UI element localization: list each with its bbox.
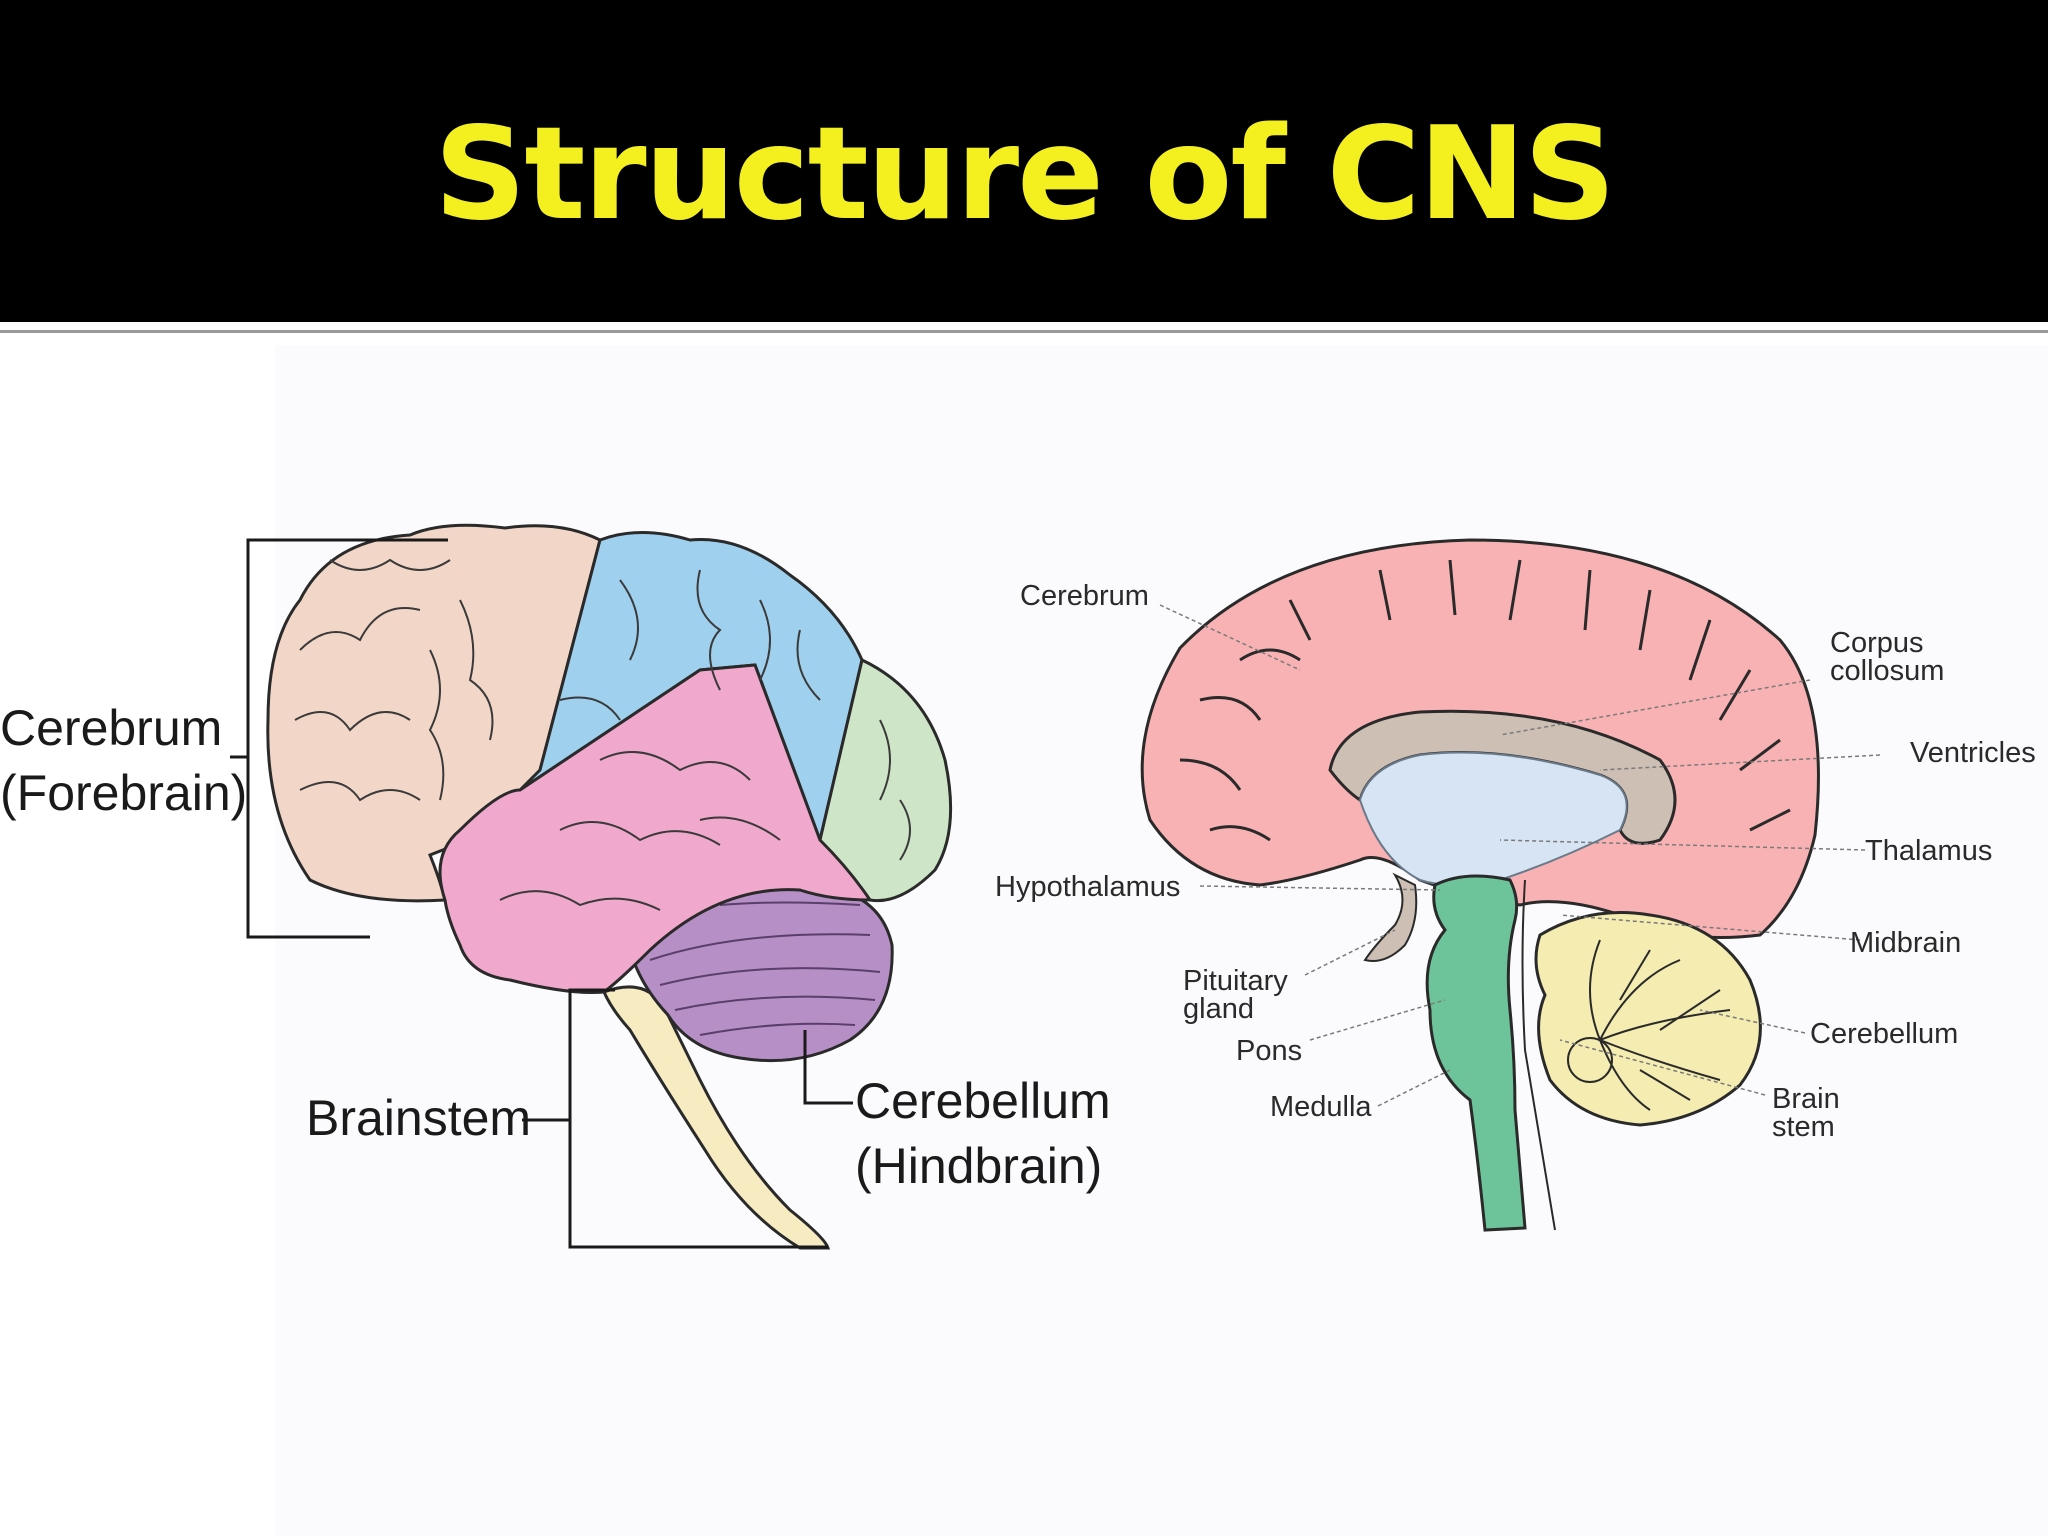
slide-title: Structure of CNS: [434, 100, 1616, 249]
cerebellum-folia: [649, 901, 881, 1036]
brainstem-bracket: [522, 988, 828, 1249]
label-cerebrum-sagittal: Cerebrum: [1020, 580, 1149, 612]
sagittal-brain-diagram: Cerebrum Corpus collosum Ventricles Thal…: [995, 538, 2036, 1232]
sagittal-ventricles: [1358, 751, 1628, 886]
label-ventricles: Ventricles: [1910, 737, 2036, 769]
label-gland: gland: [1183, 993, 1254, 1025]
label-cerebellum-sagittal: Cerebellum: [1810, 1018, 1958, 1050]
sagittal-cerebellum: [1534, 911, 1762, 1127]
lateral-parietal-lobe: [518, 531, 864, 846]
brainstem-edge: [1521, 879, 1556, 1231]
label-midbrain: Midbrain: [1850, 927, 1961, 959]
sagittal-sulci: [1179, 559, 1791, 842]
cerebellum-leader: [803, 1030, 853, 1105]
lateral-brain-diagram: Cerebrum (Forebrain) Brainstem Cerebellu…: [0, 523, 1111, 1250]
label-thalamus: Thalamus: [1865, 835, 1992, 867]
title-bar: Structure of CNS: [0, 0, 2048, 322]
sagittal-brainstem: [1425, 874, 1527, 1232]
label-cerebellum-lateral: Cerebellum: [855, 1073, 1111, 1129]
lateral-temporal-lobe: [438, 663, 873, 994]
label-corpus: Corpus: [1830, 627, 1924, 659]
label-brain: Brain: [1772, 1083, 1840, 1115]
label-pons: Pons: [1236, 1035, 1302, 1067]
label-medulla: Medulla: [1270, 1091, 1372, 1123]
sagittal-pituitary: [1363, 872, 1418, 962]
label-brainstem-lateral: Brainstem: [306, 1090, 531, 1146]
label-hindbrain: (Hindbrain): [855, 1138, 1102, 1194]
divider-line-white: [0, 322, 2048, 326]
cerebellum-arbor: [1567, 939, 1731, 1111]
label-collosum: collosum: [1830, 655, 1944, 687]
label-pituitary: Pituitary: [1183, 965, 1288, 997]
label-stem: stem: [1772, 1111, 1835, 1143]
label-cerebrum-lateral: Cerebrum: [0, 700, 222, 756]
label-hypothalamus: Hypothalamus: [995, 871, 1180, 903]
cortex-gyri: [294, 558, 911, 911]
cerebrum-bracket: [230, 538, 448, 939]
label-forebrain: (Forebrain): [0, 765, 247, 821]
divider-line-gray: [0, 330, 2048, 333]
sagittal-leader-lines: [1159, 604, 1881, 1107]
